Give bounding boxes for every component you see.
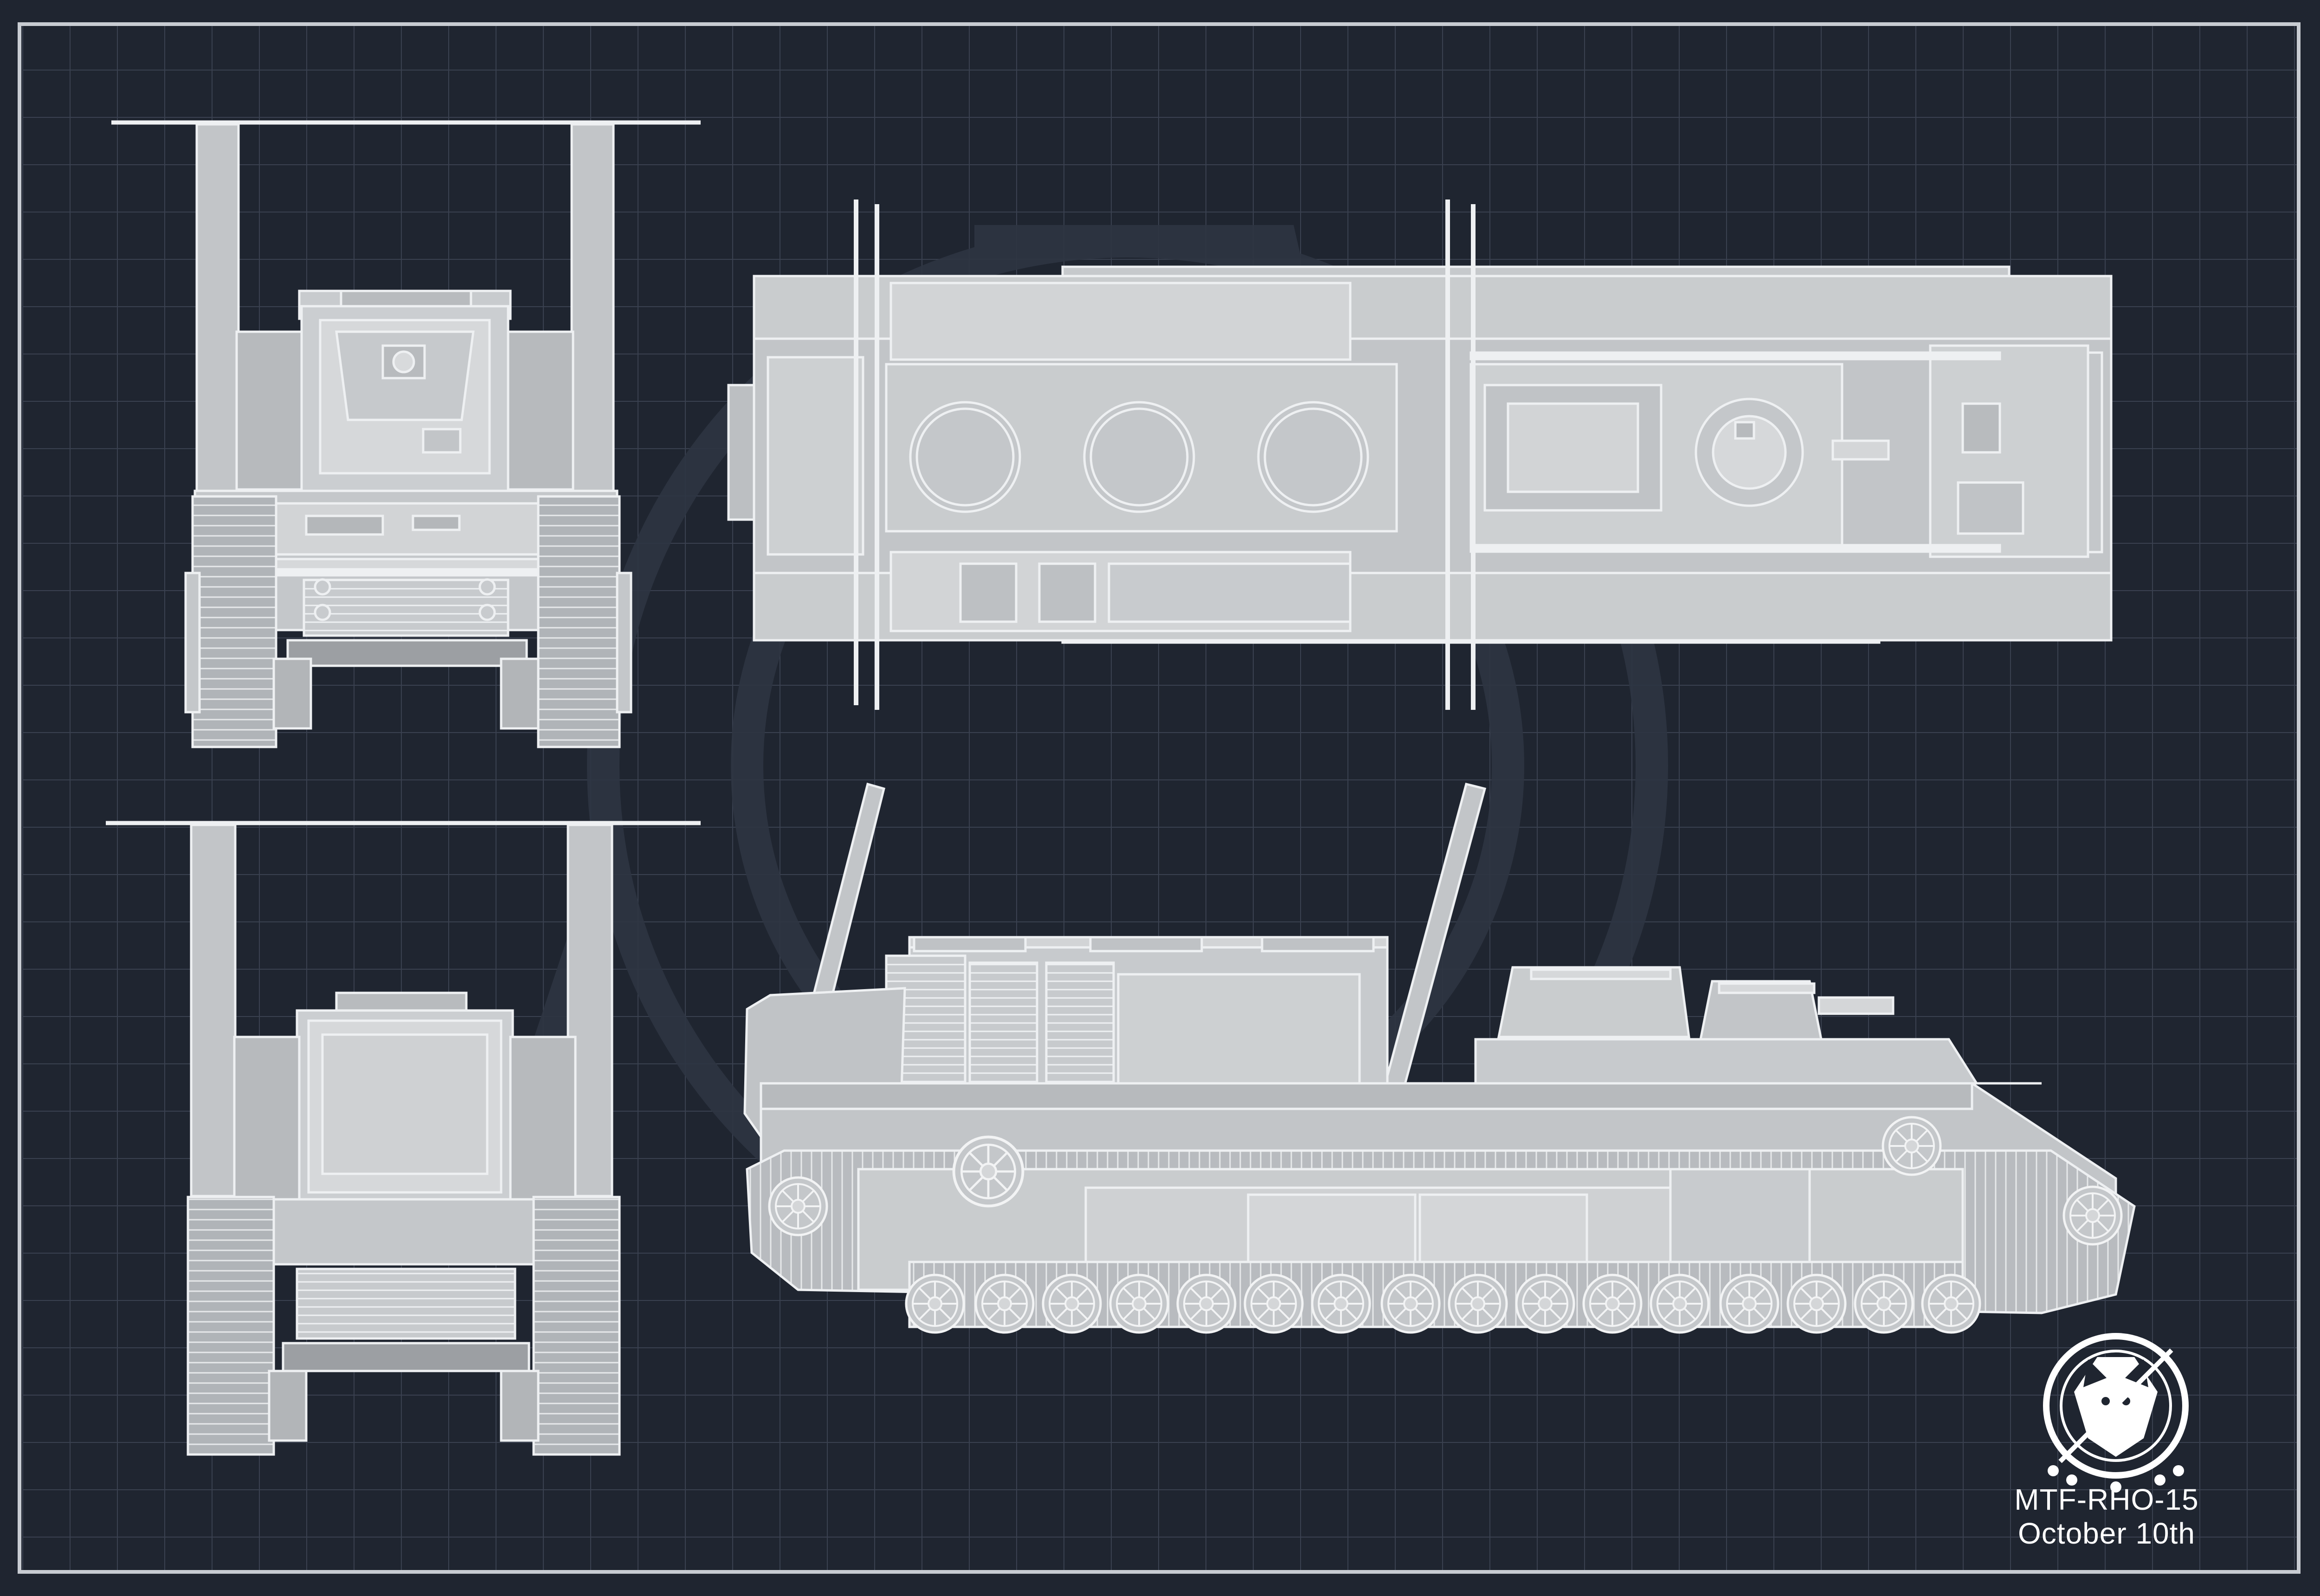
sheet-frame: [18, 22, 2301, 1574]
top-view: [727, 200, 2113, 710]
unit-designation: MTF-RHO-15: [2014, 1483, 2199, 1516]
rear-view: [106, 821, 701, 1456]
wolf-emblem: [2043, 1333, 2189, 1493]
front-view: [111, 120, 701, 748]
drawing-date: October 10th: [2018, 1517, 2195, 1550]
side-view: [743, 782, 2136, 1328]
